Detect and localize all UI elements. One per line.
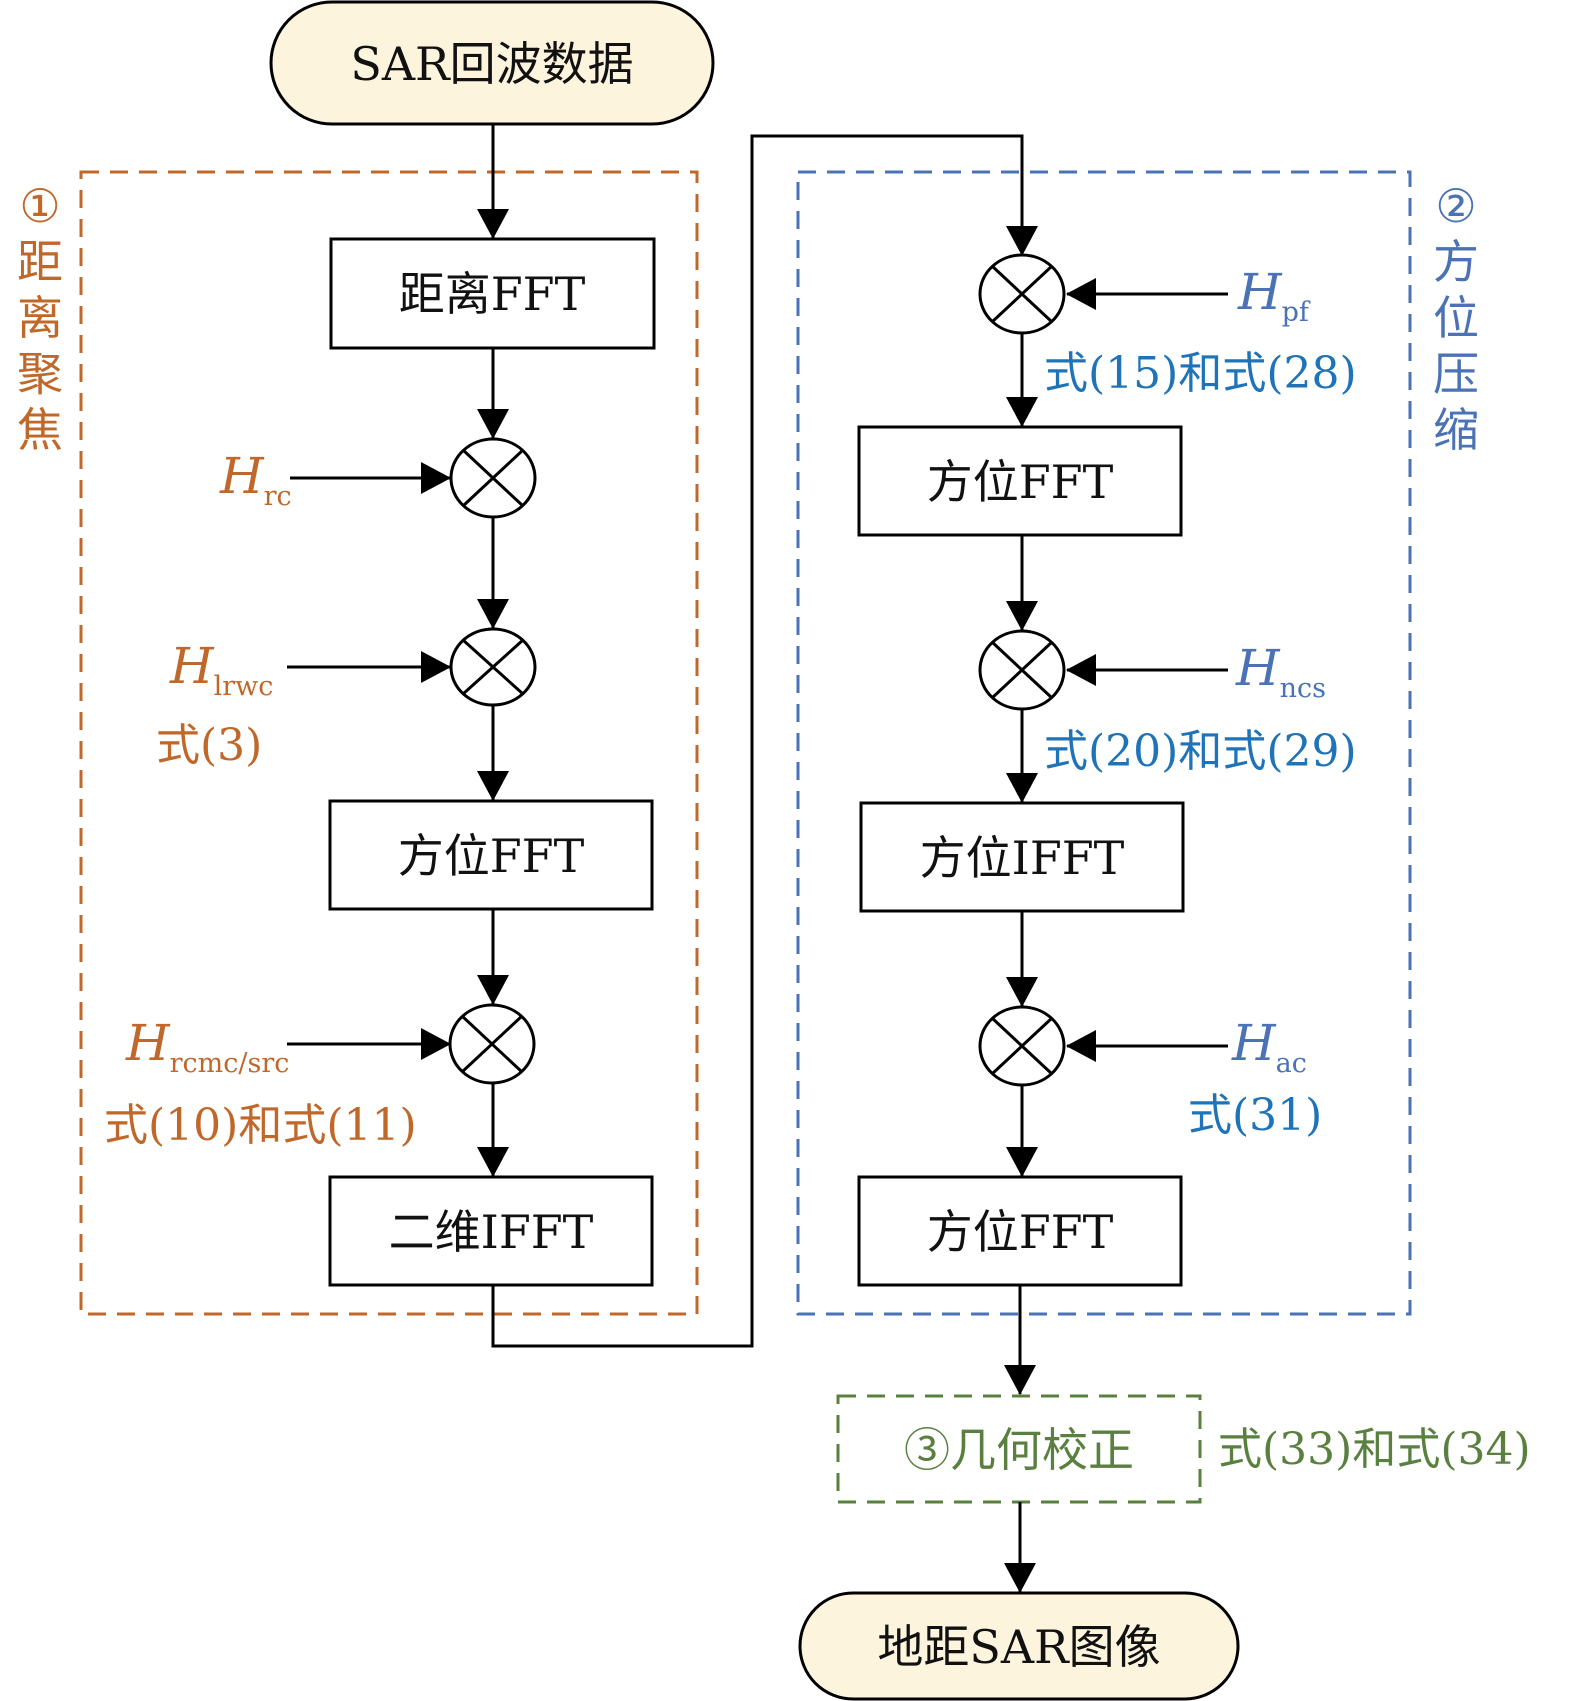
box-azimuth-ifft: 方位IFFT [859,801,1185,913]
geometric-correction-label: ③几何校正 [904,1423,1134,1477]
range-label-char: 距 [17,235,63,289]
range-label-char: 离 [17,291,63,345]
box-azimuth-fft-right-1: 方位FFT [857,425,1183,537]
box-range-fft: 距离FFT [329,237,656,350]
box-azimuth-fft-right-2: 方位FFT [857,1175,1183,1287]
equation-hac: 式(31) [1188,1090,1322,1141]
equation-hrcmc: 式(10)和式(11) [104,1100,417,1151]
box-2d-ifft-label: 二维IFFT [389,1205,594,1259]
multiplier-hpf [978,253,1066,335]
term-hpf: Hpf [1237,263,1311,328]
azimuth-label-char: 缩 [1433,403,1479,457]
term-subscript: rc [264,481,292,512]
range-label-char: 聚 [17,347,63,401]
box-range-fft-shape [329,237,656,350]
term-symbol: H [1231,1014,1277,1072]
box-azimuth-fft-left-shape [328,799,654,911]
term-symbol: H [169,637,215,695]
term-hlrwc: Hlrwc [169,637,273,702]
multiplier-hncs [978,629,1066,711]
bridge-connector [491,134,1038,1348]
term-symbol: H [125,1014,171,1072]
azimuth-label-char: 方 [1433,235,1479,289]
start-terminal: SAR回波数据 [269,0,715,126]
azimuth-label-char: 压 [1433,347,1479,401]
multiplier-cross [460,1014,524,1074]
azimuth-compression-label: ② 方 位 压 缩 [1433,179,1479,457]
box-azimuth-ifft-shape [859,801,1185,913]
multiplier-hrc [449,437,537,519]
term-subscript: lrwc [214,671,274,702]
box-2d-ifft: 二维IFFT [328,1175,654,1287]
multiplier-cross [990,264,1054,324]
multiplier-cross [461,638,525,696]
start-terminal-label: SAR回波数据 [350,37,633,91]
left-chain-connectors [287,124,1038,1348]
box-azimuth-fft-right-1-label: 方位FFT [927,455,1114,509]
geometric-correction-equation: 式(33)和式(34) [1218,1424,1531,1475]
term-subscript: ncs [1280,673,1326,704]
term-symbol: H [1237,263,1283,321]
multiplier-cross [461,448,525,508]
term-hncs: Hncs [1235,639,1326,704]
right-chain-connectors [1004,278,1228,1593]
term-hrcmc: Hrcmc/src [125,1014,289,1079]
end-terminal-shape [798,1591,1240,1701]
term-subscript: ac [1276,1048,1307,1079]
end-terminal-label: 地距SAR图像 [877,1620,1160,1674]
azimuth-label-char: 位 [1433,291,1479,345]
term-subscript: pf [1282,297,1311,328]
box-2d-ifft-shape [328,1175,654,1287]
multiplier-hrcmc [448,1003,536,1085]
term-hac: Hac [1231,1014,1307,1079]
equation-hncs: 式(20)和式(29) [1044,726,1357,777]
term-subscript: rcmc/src [170,1048,290,1079]
range-focusing-label: ① 距 离 聚 焦 [17,179,63,457]
box-range-fft-label: 距离FFT [399,267,586,321]
range-focusing-region [79,170,699,1316]
term-symbol: H [1235,639,1281,697]
box-azimuth-fft-right-1-shape [857,425,1183,537]
azimuth-label-char: ② [1435,179,1476,233]
term-symbol: H [219,447,265,505]
term-hrc: Hrc [219,447,292,512]
equation-hlrwc: 式(3) [156,720,262,771]
azimuth-compression-region [796,170,1412,1316]
multiplier-hac [978,1005,1066,1087]
box-azimuth-fft-left: 方位FFT [328,799,654,911]
range-label-char: 焦 [17,403,63,457]
equation-hpf: 式(15)和式(28) [1044,348,1357,399]
box-azimuth-fft-right-2-label: 方位FFT [927,1205,1114,1259]
multiplier-cross [990,640,1054,700]
box-azimuth-fft-right-2-shape [857,1175,1183,1287]
range-label-char: ① [19,179,60,233]
box-azimuth-fft-left-label: 方位FFT [398,829,585,883]
end-terminal: 地距SAR图像 [798,1591,1240,1701]
multiplier-cross [990,1016,1054,1076]
multiplier-hlrwc [449,627,537,707]
box-azimuth-ifft-label: 方位IFFT [920,831,1125,885]
